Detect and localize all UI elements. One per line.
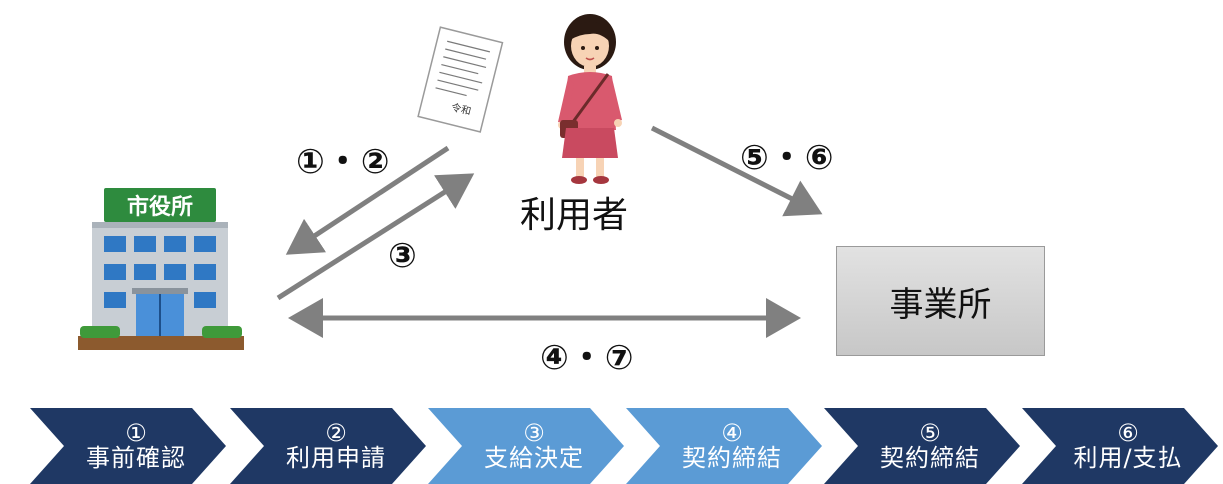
flow-arrows	[276, 125, 823, 338]
office-label: 事業所	[889, 284, 992, 325]
arrow-label-4-7: ④・⑦	[540, 338, 635, 378]
step-chevron-1	[30, 408, 226, 484]
city-hall-icon: 市役所	[78, 188, 244, 350]
step-label: 支給決定	[484, 444, 584, 472]
step-label: 契約締結	[682, 444, 782, 472]
step-number: ②	[325, 418, 347, 447]
person-icon	[558, 14, 622, 184]
step-label: 利用申請	[286, 444, 386, 472]
city-hall-sign: 市役所	[127, 194, 193, 220]
step-chevrons	[30, 408, 1218, 484]
document-icon: 令和	[417, 26, 504, 133]
step-chevron-3	[428, 408, 624, 484]
step-chevron-5	[824, 408, 1020, 484]
arrow-label-3: ③	[388, 236, 418, 276]
arrow-contract-use	[650, 125, 823, 217]
step-number: ④	[721, 418, 743, 447]
step-label: 事前確認	[86, 444, 186, 472]
arrow-label-1-2: ①・②	[296, 142, 391, 182]
step-chevron-6	[1022, 408, 1218, 484]
step-label: 契約締結	[880, 444, 980, 472]
arrow-apply	[285, 145, 450, 255]
step-label: 利用/支払	[1073, 444, 1183, 472]
office-box: 事業所	[836, 246, 1045, 356]
arrow-decision	[276, 173, 475, 301]
step-number: ①	[125, 418, 147, 447]
step-chevron-2	[230, 408, 426, 484]
step-number: ⑤	[919, 418, 941, 447]
arrow-label-5-6: ⑤・⑥	[740, 138, 835, 178]
user-label: 利用者	[520, 195, 629, 236]
step-number: ③	[523, 418, 545, 447]
step-number: ⑥	[1117, 418, 1139, 447]
step-chevron-4	[626, 408, 822, 484]
